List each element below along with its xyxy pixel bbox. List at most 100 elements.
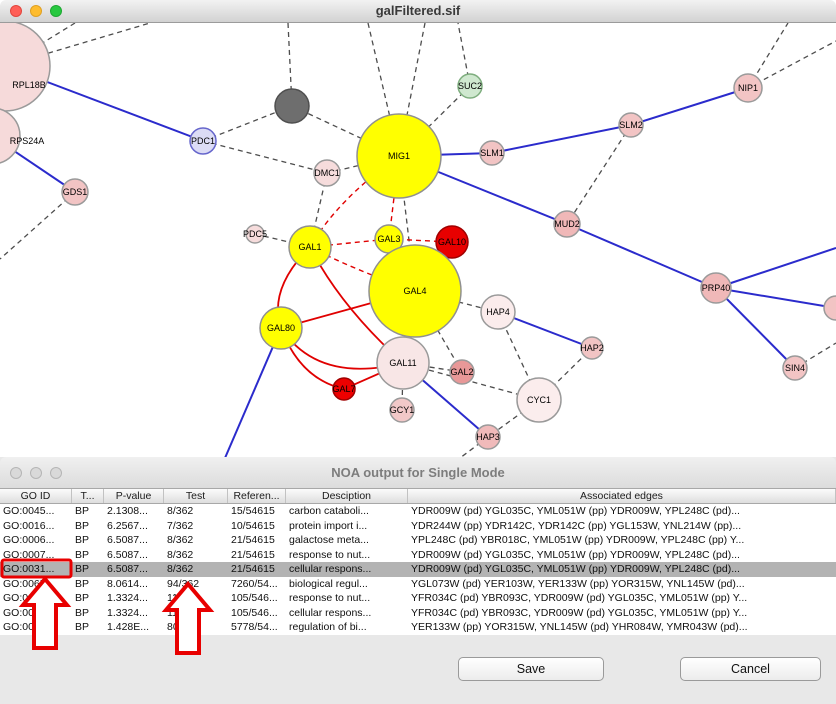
network-edge[interactable] xyxy=(715,247,836,289)
header-cell[interactable]: Referen... xyxy=(228,489,286,503)
table-cell: GO:0006... xyxy=(3,534,55,547)
network-edge[interactable] xyxy=(402,362,540,401)
table-cell: YFR034C (pd) YBR093C, YDR009W (pd) YGL03… xyxy=(411,606,748,619)
network-edge[interactable] xyxy=(287,23,293,107)
network-edge[interactable] xyxy=(202,140,328,174)
network-node-gal4[interactable] xyxy=(368,244,462,338)
network-edge[interactable] xyxy=(491,124,632,154)
network-node-gal7[interactable] xyxy=(332,377,356,401)
header-cell[interactable]: T... xyxy=(72,489,104,503)
table-cell: BP xyxy=(75,519,90,532)
table-cell: 7/362 xyxy=(167,519,194,532)
network-edge[interactable] xyxy=(414,290,463,373)
network-edge[interactable] xyxy=(367,23,400,157)
node-label: CYC1 xyxy=(527,395,551,405)
network-edge[interactable] xyxy=(566,223,717,289)
header-cell[interactable]: Associated edges xyxy=(408,489,836,503)
network-window-titlebar[interactable]: galFiltered.sif xyxy=(0,0,836,23)
node-label: SUC2 xyxy=(458,81,482,91)
network-node-hap2[interactable] xyxy=(580,336,604,360)
network-node-gal1[interactable] xyxy=(288,225,332,269)
header-cell[interactable]: GO ID xyxy=(0,489,72,503)
network-edge[interactable] xyxy=(224,327,282,458)
network-node-slm1[interactable] xyxy=(479,140,505,166)
network-edge[interactable] xyxy=(794,342,836,369)
network-edge[interactable] xyxy=(497,311,540,401)
network-node-gal11[interactable] xyxy=(376,336,430,390)
table-cell: 8/362 xyxy=(167,548,194,561)
network-node-rpl18b[interactable] xyxy=(0,23,51,112)
network-edge[interactable] xyxy=(747,40,836,89)
network-node-graynode[interactable] xyxy=(274,88,310,124)
network-node-mud2[interactable] xyxy=(553,210,581,238)
network-canvas[interactable]: RPL18BRPS24AGDS1PDC1DMC1MIG1SUC2SLM1SLM2… xyxy=(0,23,836,458)
network-edge[interactable] xyxy=(4,23,151,67)
node-label: NIP1 xyxy=(738,83,758,93)
network-node-prp40[interactable] xyxy=(700,272,732,304)
network-node-gal80[interactable] xyxy=(259,306,303,350)
header-cell[interactable]: P-value xyxy=(104,489,164,503)
network-node-msn[interactable] xyxy=(823,295,836,321)
noa-window-titlebar[interactable]: NOA output for Single Mode xyxy=(0,457,836,489)
table-cell: 8.0614... xyxy=(107,577,148,590)
network-node-pdc1[interactable] xyxy=(189,127,217,155)
network-node-gal2[interactable] xyxy=(449,359,475,385)
network-edge[interactable] xyxy=(630,87,749,126)
network-node-gds1[interactable] xyxy=(61,178,89,206)
save-button[interactable]: Save xyxy=(458,657,604,681)
network-node-pdc5[interactable] xyxy=(245,224,265,244)
network-node-hap4[interactable] xyxy=(480,294,516,330)
header-cell[interactable]: Desciption xyxy=(286,489,408,503)
network-edge[interactable] xyxy=(291,105,400,157)
network-node-rps24a[interactable] xyxy=(0,108,21,164)
zoom-button[interactable] xyxy=(50,5,62,17)
table-cell: BP xyxy=(75,621,90,634)
network-node-slm2[interactable] xyxy=(618,112,644,138)
network-node-dmc1[interactable] xyxy=(313,159,341,187)
table-cell: YPL248C (pd) YBR018C, YML051W (pp) YDR00… xyxy=(411,534,745,547)
header-cell[interactable]: Test xyxy=(164,489,228,503)
minimize-button[interactable] xyxy=(30,5,42,17)
network-edge[interactable] xyxy=(459,436,489,458)
network-edge[interactable] xyxy=(0,191,76,260)
table-cell: GO:0016... xyxy=(3,519,55,532)
network-node-sin4[interactable] xyxy=(782,355,808,381)
network-node-nip1[interactable] xyxy=(733,73,763,103)
table-cell: GO:0007... xyxy=(3,548,55,561)
network-node-cyc1[interactable] xyxy=(516,377,562,423)
network-edge[interactable] xyxy=(715,287,836,309)
network-node-mig1[interactable] xyxy=(356,113,442,199)
network-edge[interactable] xyxy=(566,124,632,225)
table-cell: protein import i... xyxy=(289,519,368,532)
network-edge[interactable] xyxy=(715,287,796,369)
table-cell: 8/362 xyxy=(167,563,194,576)
network-node-suc2[interactable] xyxy=(457,73,483,99)
network-edge[interactable] xyxy=(4,23,76,67)
network-edge[interactable] xyxy=(202,105,293,142)
network-node-hap3[interactable] xyxy=(475,424,501,450)
table-cell: response to nut... xyxy=(289,592,371,605)
close-button[interactable] xyxy=(10,467,22,479)
node-label: GAL11 xyxy=(389,358,416,368)
table-cell: 11/362 xyxy=(167,606,199,619)
network-node-gal10[interactable] xyxy=(435,225,469,259)
zoom-button[interactable] xyxy=(50,467,62,479)
close-button[interactable] xyxy=(10,5,22,17)
network-node-gcy1[interactable] xyxy=(389,397,415,423)
cancel-button[interactable]: Cancel xyxy=(680,657,821,681)
traffic-lights xyxy=(10,5,62,17)
table-cell: 7260/54... xyxy=(231,577,278,590)
minimize-button[interactable] xyxy=(30,467,42,479)
table-cell: BP xyxy=(75,592,90,605)
